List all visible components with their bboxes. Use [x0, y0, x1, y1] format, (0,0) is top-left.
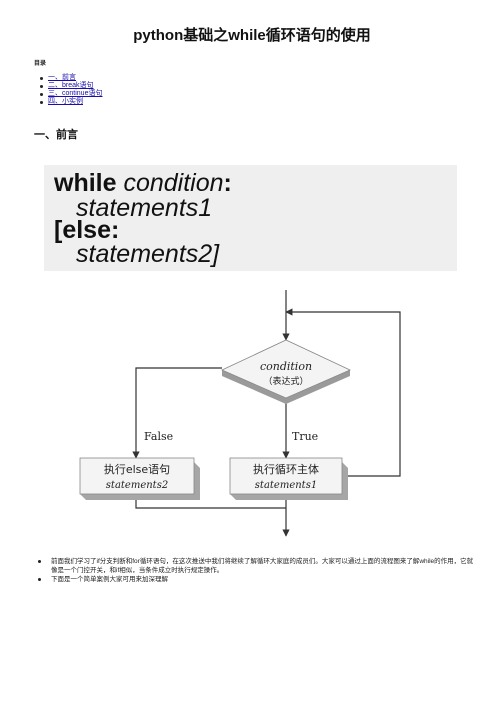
- syntax-code-box: while condition: statements1 [else: stat…: [44, 165, 457, 271]
- toc-link-example[interactable]: 四、小实例: [40, 98, 102, 106]
- else-box-sub: statements2: [106, 480, 168, 491]
- condition-diamond: [221, 339, 351, 399]
- toc-link-break[interactable]: 二、break语句: [40, 82, 102, 90]
- condition-label: condition: [260, 360, 312, 373]
- true-label: True: [292, 430, 318, 443]
- loop-box: [229, 457, 343, 495]
- toc-heading: 目录: [34, 61, 47, 67]
- false-label: False: [144, 430, 173, 443]
- loop-box-sub: statements1: [255, 480, 317, 491]
- loop-box-title: 执行循环主体: [253, 462, 319, 476]
- page-title: python基础之while循环语句的使用: [133, 27, 371, 44]
- else-box-title: 执行else语句: [104, 462, 170, 476]
- toc-link-intro[interactable]: 一、前言: [40, 74, 102, 82]
- syntax-line-statements1: statements1: [76, 194, 213, 222]
- syntax-line-else: [else:: [54, 216, 120, 244]
- else-box: [79, 457, 195, 495]
- syntax-line-while: while condition:: [54, 169, 232, 197]
- while-flowchart: condition （表达式） False True 执行else语句 stat…: [79, 290, 401, 537]
- condition-sub-label: （表达式）: [263, 375, 308, 387]
- syntax-line-statements2: statements2]: [76, 240, 220, 268]
- note-item: 下面是一个简单案例大家可用来加深理解: [38, 575, 478, 584]
- notes-list: 前面我们学习了if分支判断和for循环语句，在这次推送中我们将继续了解循环大家庭…: [38, 557, 478, 584]
- note-item: 前面我们学习了if分支判断和for循环语句，在这次推送中我们将继续了解循环大家庭…: [38, 557, 478, 575]
- table-of-contents: 一、前言 二、break语句 三、continue语句 四、小实例: [40, 74, 102, 106]
- section-heading: 一、前言: [34, 129, 78, 141]
- arrow-loop-back: [285, 308, 401, 477]
- diamond-shadow: [222, 370, 350, 404]
- toc-link-continue[interactable]: 三、continue语句: [40, 90, 102, 98]
- arrow-false: [132, 367, 222, 459]
